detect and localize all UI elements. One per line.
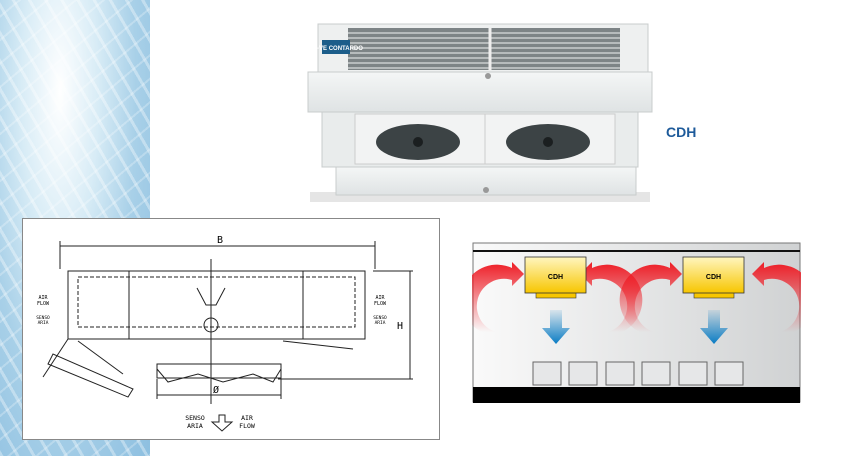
unit-right: CDH — [682, 256, 745, 299]
unit-label: CDH — [548, 274, 563, 281]
bottom-aria-label: ARIA — [187, 422, 203, 430]
left-air-label: AIR — [38, 295, 48, 301]
warm-air-arrows — [472, 262, 801, 332]
unit-left: CDH — [524, 256, 587, 299]
right-aria-label: ARIA — [375, 320, 386, 326]
dimension-label-diameter: Ø — [213, 384, 219, 396]
right-senso-label: SENSO — [373, 315, 387, 321]
goods-boxes — [532, 361, 744, 386]
unit-label: CDH — [706, 274, 721, 281]
floor — [473, 387, 800, 403]
cold-air-arrow — [542, 310, 570, 344]
dimension-label-h: H — [397, 321, 403, 332]
product-name: CDH — [666, 124, 697, 140]
dimension-label-b: B — [217, 235, 223, 246]
left-aria-label: ARIA — [38, 320, 49, 326]
cold-air-arrow — [700, 310, 728, 344]
bottom-flow-label: FLOW — [239, 422, 255, 430]
right-flow-label: FLOW — [374, 301, 387, 307]
brand-logo — [322, 40, 350, 54]
right-air-label: AIR — [375, 295, 385, 301]
left-flow-label: FLOW — [37, 301, 50, 307]
left-senso-label: SENSO — [36, 315, 50, 321]
brand-logo-text: LU-VE CONTARDO — [309, 46, 363, 52]
airflow-scheme: CDH CDH — [472, 242, 801, 403]
technical-drawing: B H Ø AIR FLOW SENSO ARIA AIR FLOW SENSO… — [22, 218, 440, 440]
bottom-air-label: AIR — [241, 414, 253, 422]
product-photo: LU-VE CONTARDO — [307, 23, 653, 202]
bottom-senso-label: SENSO — [185, 414, 205, 422]
